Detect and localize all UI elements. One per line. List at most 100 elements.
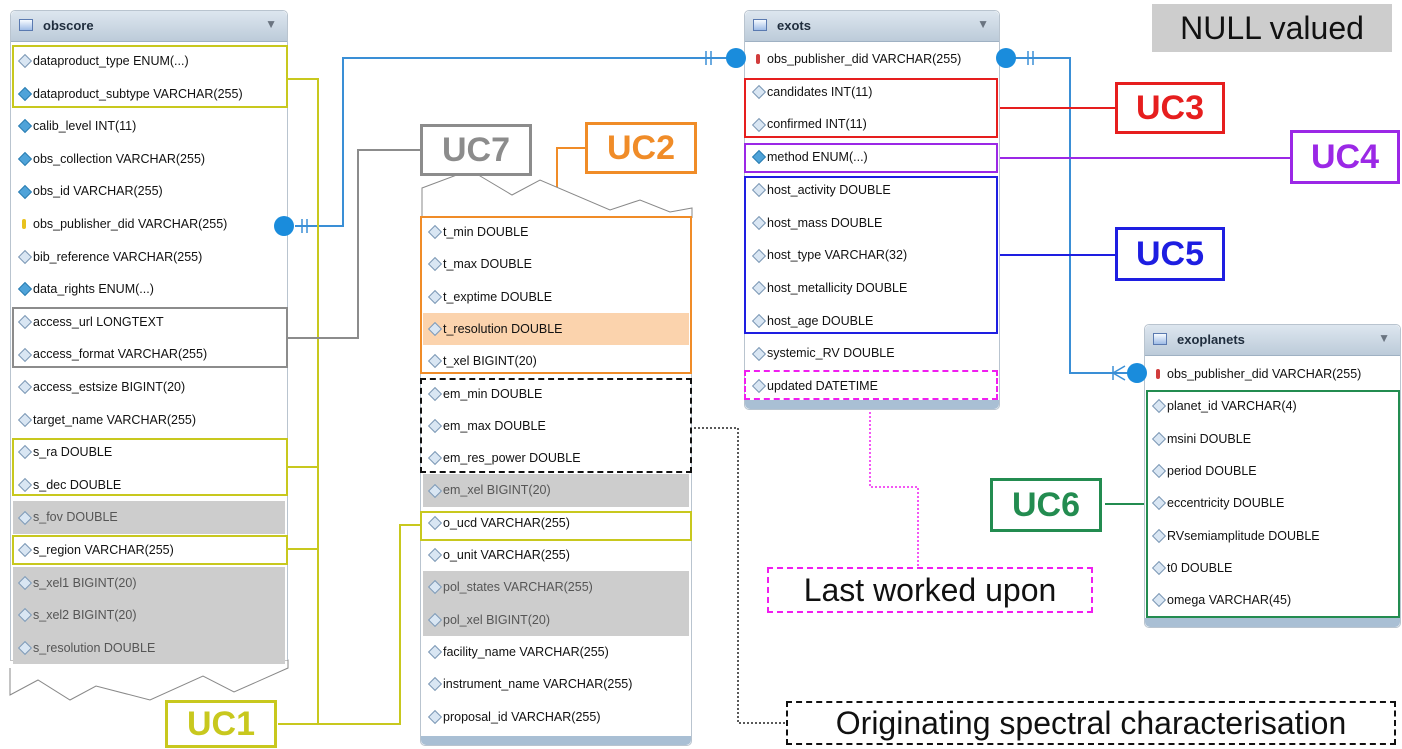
column-row[interactable]: dataproduct_subtype VARCHAR(255) (13, 78, 285, 111)
column-row[interactable]: calib_level INT(11) (13, 110, 285, 143)
column-label: method ENUM(...) (767, 150, 868, 165)
column-row[interactable]: s_ra DOUBLE (13, 436, 285, 469)
column-label: instrument_name VARCHAR(255) (443, 677, 633, 692)
column-label: access_format VARCHAR(255) (33, 347, 208, 362)
collapse-arrow-icon[interactable]: ▼ (977, 17, 989, 31)
column-label: proposal_id VARCHAR(255) (443, 709, 601, 724)
column-label: eccentricity DOUBLE (1167, 496, 1285, 511)
column-row[interactable]: systemic_RV DOUBLE (747, 337, 997, 370)
column-label: msini DOUBLE (1167, 431, 1252, 446)
column-row[interactable]: access_format VARCHAR(255) (13, 338, 285, 371)
column-label: period DOUBLE (1167, 463, 1257, 478)
column-row[interactable]: method ENUM(...) (747, 141, 997, 174)
attribute-icon (751, 346, 767, 361)
column-row[interactable]: s_dec DOUBLE (13, 469, 285, 502)
column-label: candidates INT(11) (767, 84, 873, 99)
column-row[interactable]: confirmed INT(11) (747, 108, 997, 141)
column-row[interactable]: obs_publisher_did VARCHAR(255) (747, 43, 997, 76)
column-row[interactable]: s_fov DOUBLE (13, 501, 285, 534)
column-row[interactable]: omega VARCHAR(45) (1147, 584, 1398, 616)
column-row[interactable]: obs_collection VARCHAR(255) (13, 143, 285, 176)
column-row[interactable]: em_max DOUBLE (423, 410, 689, 442)
foreign-key-icon (756, 54, 760, 65)
column-row[interactable]: facility_name VARCHAR(255) (423, 636, 689, 668)
relation-endpoint-dot[interactable] (726, 48, 746, 68)
column-row[interactable]: t_min DOUBLE (423, 216, 689, 248)
attribute-icon (17, 608, 33, 623)
relation-endpoint-dot[interactable] (274, 216, 294, 236)
column-row[interactable]: em_res_power DOUBLE (423, 442, 689, 474)
column-row[interactable]: o_unit VARCHAR(255) (423, 539, 689, 571)
column-row[interactable]: obs_id VARCHAR(255) (13, 175, 285, 208)
table-header-exoplanets[interactable]: exoplanets ▼ (1145, 325, 1400, 356)
table-icon (753, 19, 767, 31)
column-row[interactable]: planet_id VARCHAR(4) (1147, 390, 1398, 422)
column-row[interactable]: t_max DOUBLE (423, 248, 689, 280)
column-row[interactable]: s_resolution DOUBLE (13, 631, 285, 665)
column-row[interactable]: candidates INT(11) (747, 76, 997, 109)
column-label: obs_id VARCHAR(255) (33, 184, 163, 199)
column-row[interactable]: s_xel2 BIGINT(20) (13, 599, 285, 632)
column-row[interactable]: dataproduct_type ENUM(...) (13, 45, 285, 78)
column-row[interactable]: obs_publisher_did VARCHAR(255) (1147, 358, 1398, 390)
column-row[interactable]: proposal_id VARCHAR(255) (423, 701, 689, 733)
column-row[interactable]: period DOUBLE (1147, 455, 1398, 487)
column-row[interactable]: host_metallicity DOUBLE (747, 272, 997, 305)
column-row[interactable]: eccentricity DOUBLE (1147, 487, 1398, 519)
column-row[interactable]: t_xel BIGINT(20) (423, 345, 689, 377)
column-row[interactable]: data_rights ENUM(...) (13, 273, 285, 306)
attribute-icon (427, 548, 443, 563)
table-exots[interactable]: exots ▼ obs_publisher_did VARCHAR(255) ca… (744, 10, 1000, 410)
column-row[interactable]: instrument_name VARCHAR(255) (423, 668, 689, 700)
column-row[interactable]: bib_reference VARCHAR(255) (13, 241, 285, 274)
column-label: s_xel1 BIGINT(20) (33, 575, 137, 590)
column-row[interactable]: t_exptime DOUBLE (423, 281, 689, 313)
uc3-label: UC3 (1115, 82, 1225, 134)
column-row[interactable]: updated DATETIME (747, 370, 997, 403)
column-label: t_xel BIGINT(20) (443, 354, 537, 369)
column-row[interactable]: host_type VARCHAR(32) (747, 239, 997, 272)
column-row[interactable]: target_name VARCHAR(255) (13, 404, 285, 437)
table-header-exots[interactable]: exots ▼ (745, 11, 999, 42)
attribute-icon (17, 641, 33, 656)
column-row[interactable]: host_age DOUBLE (747, 305, 997, 338)
column-row[interactable]: o_ucd VARCHAR(255) (423, 507, 689, 539)
column-label: em_min DOUBLE (443, 386, 543, 401)
column-row[interactable]: access_url LONGTEXT (13, 306, 285, 339)
column-row[interactable]: obs_publisher_did VARCHAR(255) (13, 208, 285, 241)
table-header-obscore[interactable]: obscore ▼ (11, 11, 287, 42)
column-row[interactable]: em_min DOUBLE (423, 378, 689, 410)
primary-key-icon (22, 219, 26, 230)
collapse-arrow-icon[interactable]: ▼ (265, 17, 277, 31)
column-label: host_age DOUBLE (767, 313, 874, 328)
column-row[interactable]: access_estsize BIGINT(20) (13, 371, 285, 404)
column-label: pol_states VARCHAR(255) (443, 580, 593, 595)
attribute-icon (17, 380, 33, 395)
column-label: s_resolution DOUBLE (33, 640, 156, 655)
column-row[interactable]: msini DOUBLE (1147, 423, 1398, 455)
column-label: host_metallicity DOUBLE (767, 280, 908, 295)
attribute-icon (17, 249, 33, 264)
column-row[interactable]: s_xel1 BIGINT(20) (13, 566, 285, 600)
column-row[interactable]: host_activity DOUBLE (747, 174, 997, 207)
column-row[interactable]: t0 DOUBLE (1147, 552, 1398, 584)
uc1-group-dataproduct (12, 45, 288, 108)
column-label: data_rights ENUM(...) (33, 282, 154, 297)
relation-endpoint-dot[interactable] (996, 48, 1016, 68)
table-obscore[interactable]: obscore ▼ dataproduct_type ENUM(...)data… (10, 10, 288, 665)
column-row[interactable]: s_region VARCHAR(255) (13, 534, 285, 567)
relation-exots-exoplanets (1015, 57, 1137, 374)
legend-null-valued: NULL valued (1152, 4, 1392, 52)
relation-endpoint-dot[interactable] (1127, 363, 1147, 383)
table-exoplanets[interactable]: exoplanets ▼ obs_publisher_did VARCHAR(2… (1144, 324, 1401, 628)
uc6-label: UC6 (990, 478, 1102, 532)
last-worked-group (744, 370, 998, 400)
column-row[interactable]: pol_xel BIGINT(20) (423, 603, 689, 636)
column-row[interactable]: pol_states VARCHAR(255) (423, 571, 689, 604)
column-row[interactable]: t_resolution DOUBLE (423, 312, 689, 346)
column-row[interactable]: em_xel BIGINT(20) (423, 474, 689, 507)
collapse-arrow-icon[interactable]: ▼ (1378, 331, 1390, 345)
column-row[interactable]: RVsemiamplitude DOUBLE (1147, 520, 1398, 552)
column-row[interactable]: host_mass DOUBLE (747, 207, 997, 240)
